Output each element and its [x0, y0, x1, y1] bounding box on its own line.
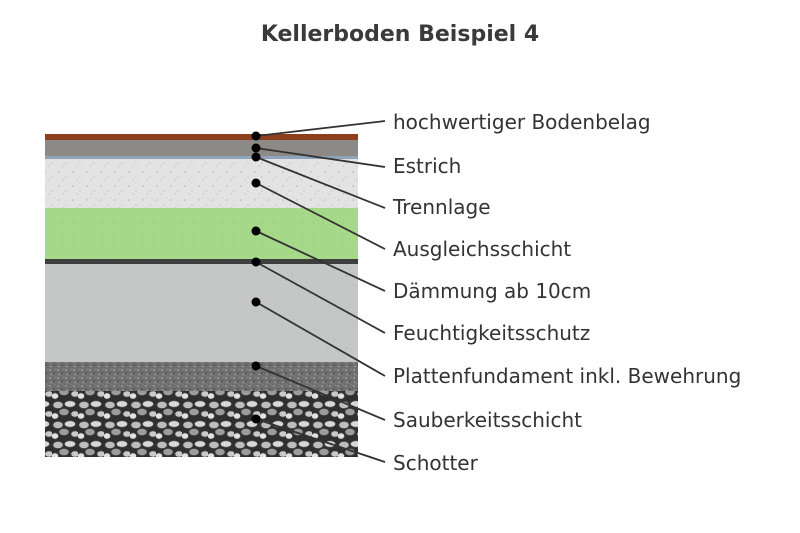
cross-section-block	[45, 134, 358, 457]
leader-line	[255, 147, 386, 168]
layer-bodenbelag	[45, 134, 358, 140]
label-feuchtigkeitsschutz: Feuchtigkeitsschutz	[393, 321, 590, 345]
leader-line	[255, 230, 386, 292]
leader-line	[255, 156, 386, 209]
anchor-dot	[251, 226, 261, 236]
layer-feuchtigkeitsschutz	[45, 259, 358, 264]
label-trennlage: Trennlage	[392, 195, 491, 219]
layer-trennlage-line	[45, 156, 358, 159]
anchor-dot	[251, 178, 261, 188]
label-plattenfundament: Plattenfundament inkl. Bewehrung	[393, 364, 741, 388]
layer-estrich-band	[45, 140, 358, 157]
leader-line	[255, 182, 386, 250]
anchor-dots	[251, 131, 261, 424]
leader-line	[255, 261, 386, 334]
anchor-dot	[251, 297, 261, 307]
label-schotter: Schotter	[393, 451, 479, 475]
layer-labels: hochwertiger Bodenbelag Estrich Trennlag…	[392, 110, 741, 475]
layer-sauberkeitsschicht	[45, 362, 358, 391]
layer-ausgleich	[45, 159, 358, 208]
anchor-dot	[251, 131, 261, 141]
leader-line	[255, 120, 386, 137]
label-sauberkeitsschicht: Sauberkeitsschicht	[393, 408, 582, 432]
anchor-dot	[251, 152, 261, 162]
anchor-dot	[251, 361, 261, 371]
leader-line	[255, 301, 386, 377]
label-bodenbelag: hochwertiger Bodenbelag	[393, 110, 651, 134]
anchor-dot	[251, 257, 261, 267]
label-daemmung: Dämmung ab 10cm	[393, 279, 591, 303]
anchor-dot	[251, 143, 261, 153]
leader-line	[255, 365, 386, 421]
layer-plattenfundament	[45, 264, 358, 362]
diagram-title: Kellerboden Beispiel 4	[260, 22, 540, 47]
layer-daemmung	[45, 208, 358, 259]
label-ausgleichsschicht: Ausgleichsschicht	[393, 237, 571, 261]
anchor-dot	[251, 414, 261, 424]
label-estrich: Estrich	[393, 154, 461, 178]
leader-line	[255, 418, 386, 463]
layer-schotter	[45, 391, 358, 457]
leader-lines	[255, 120, 386, 463]
